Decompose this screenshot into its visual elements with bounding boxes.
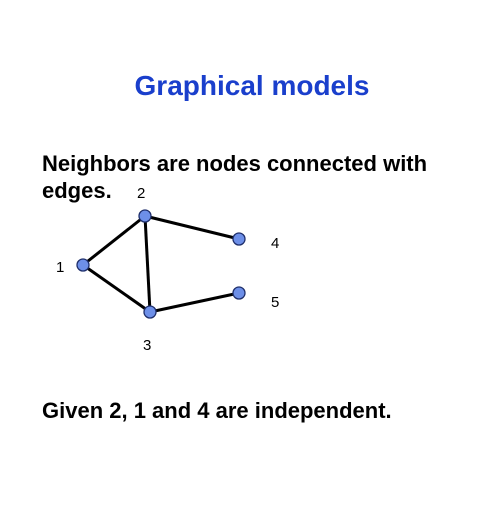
graph-edges [82,214,240,314]
graph-labels: 1 2 3 4 5 [56,185,279,354]
node-1 [76,258,90,272]
node-label-4: 4 [271,235,279,252]
slide-title: Graphical models [134,70,370,101]
node-5 [232,286,246,300]
node-4 [232,232,246,246]
node-label-3: 3 [143,337,151,354]
edge-3-5 [149,291,240,314]
node-label-1: 1 [56,259,64,276]
edge-2-4 [144,214,240,241]
edge-2-3 [143,215,152,313]
edge-1-3 [82,263,151,314]
node-3 [143,305,157,319]
node-label-2: 2 [137,185,145,202]
node-label-5: 5 [271,294,279,311]
caption-text: Given 2, 1 and 4 are independent. [42,398,392,423]
body-text-line-1: Neighbors are nodes connected with [42,151,428,176]
graph-nodes [76,209,246,319]
body-text-line-2: edges. [42,178,112,203]
node-2 [138,209,152,223]
edge-2-1 [82,214,146,267]
